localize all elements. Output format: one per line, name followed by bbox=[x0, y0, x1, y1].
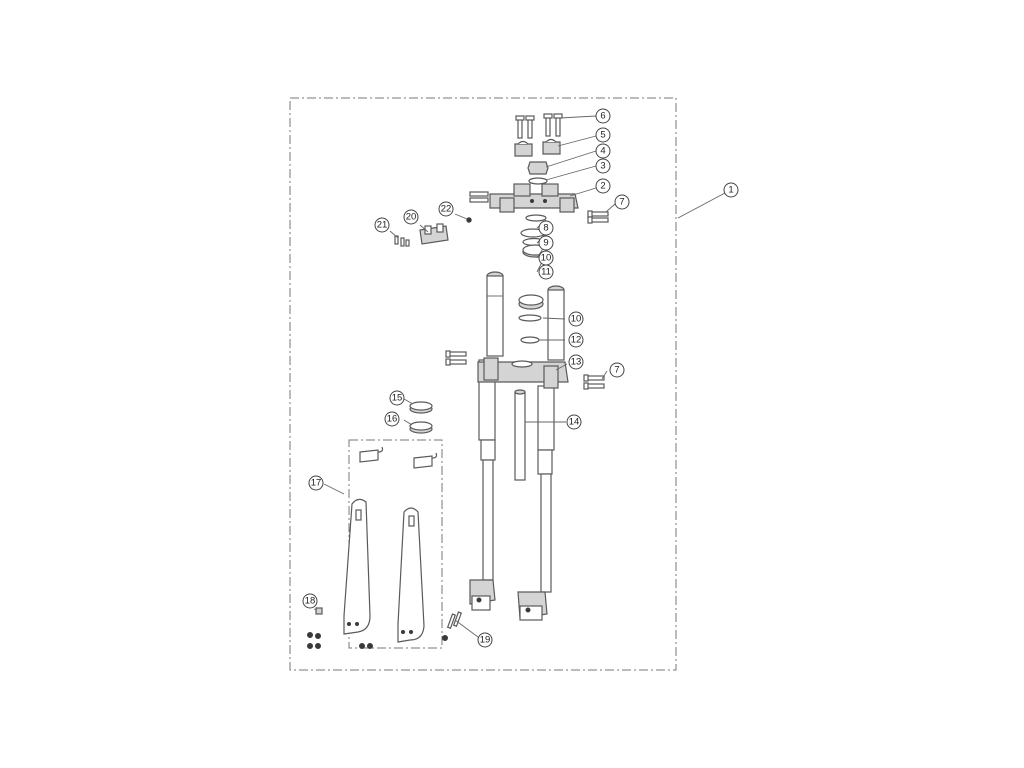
callout-12: 12 bbox=[568, 332, 584, 348]
race-ring bbox=[518, 314, 542, 322]
callout-6: 6 bbox=[595, 108, 611, 124]
bottom-triple-clamp bbox=[477, 357, 569, 389]
svg-text:5: 5 bbox=[600, 130, 605, 141]
lower-seal bbox=[520, 336, 540, 344]
callout-10-mid: 10 bbox=[568, 311, 584, 327]
callout-7-bottom: 7 bbox=[609, 362, 625, 378]
callout-3: 3 bbox=[595, 158, 611, 174]
instrument-bracket bbox=[419, 223, 449, 245]
svg-text:20: 20 bbox=[406, 212, 417, 223]
top-triple-clamp bbox=[469, 183, 579, 213]
callout-16: 16 bbox=[384, 411, 400, 427]
svg-text:13: 13 bbox=[571, 357, 582, 368]
callout-4: 4 bbox=[595, 143, 611, 159]
svg-text:6: 6 bbox=[600, 111, 605, 122]
svg-text:22: 22 bbox=[441, 204, 452, 215]
callout-1: 1 bbox=[723, 182, 739, 198]
svg-text:14: 14 bbox=[569, 417, 580, 428]
svg-text:2: 2 bbox=[600, 181, 605, 192]
callout-11: 11 bbox=[538, 264, 554, 280]
assembly-frame bbox=[289, 97, 677, 671]
guard-screws bbox=[307, 607, 448, 649]
fork-guards bbox=[343, 498, 425, 643]
bottom-pinch-bolts-left bbox=[445, 350, 467, 366]
callout-15: 15 bbox=[389, 390, 405, 406]
caliper-bolts bbox=[446, 611, 463, 630]
svg-text:7: 7 bbox=[619, 197, 624, 208]
bracket-screws bbox=[394, 235, 410, 247]
svg-text:1: 1 bbox=[728, 185, 733, 196]
callout-8: 8 bbox=[538, 220, 554, 236]
svg-text:10: 10 bbox=[571, 314, 582, 325]
svg-text:9: 9 bbox=[543, 238, 548, 249]
callout-9: 9 bbox=[538, 235, 554, 251]
left-fork-leg bbox=[469, 271, 504, 611]
svg-text:8: 8 bbox=[543, 223, 548, 234]
callout-13: 13 bbox=[568, 354, 584, 370]
top-clamp-bolts bbox=[515, 113, 563, 139]
callout-10-top: 10 bbox=[538, 250, 554, 266]
svg-text:18: 18 bbox=[305, 596, 316, 607]
guard-clips bbox=[359, 446, 438, 469]
svg-text:17: 17 bbox=[311, 478, 322, 489]
stem-nut bbox=[527, 161, 549, 175]
callout-22: 22 bbox=[438, 201, 454, 217]
callout-20: 20 bbox=[403, 209, 419, 225]
svg-text:10: 10 bbox=[541, 253, 552, 264]
svg-text:11: 11 bbox=[541, 267, 551, 278]
dust-seal bbox=[525, 214, 547, 222]
callout-18: 18 bbox=[302, 593, 318, 609]
bracket-nut bbox=[466, 217, 472, 223]
callout-14: 14 bbox=[566, 414, 582, 430]
callout-7-top: 7 bbox=[614, 194, 630, 210]
handlebar-clamps bbox=[514, 138, 561, 157]
callout-17: 17 bbox=[308, 475, 324, 491]
svg-text:21: 21 bbox=[377, 220, 388, 231]
steering-stem bbox=[514, 389, 526, 481]
dust-wiper-ring bbox=[409, 421, 433, 434]
callout-5: 5 bbox=[595, 127, 611, 143]
lower-bearing bbox=[518, 294, 544, 310]
svg-text:7: 7 bbox=[614, 365, 619, 376]
svg-text:3: 3 bbox=[600, 161, 605, 172]
svg-text:12: 12 bbox=[571, 335, 582, 346]
svg-text:15: 15 bbox=[392, 393, 403, 404]
top-washer bbox=[528, 177, 548, 185]
svg-text:19: 19 bbox=[480, 635, 491, 646]
svg-text:4: 4 bbox=[600, 146, 605, 157]
callout-19: 19 bbox=[477, 632, 493, 648]
svg-text:16: 16 bbox=[387, 414, 398, 425]
callout-2: 2 bbox=[595, 178, 611, 194]
right-fork-leg bbox=[517, 285, 565, 621]
bottom-pinch-bolts-right bbox=[583, 374, 605, 390]
top-pinch-bolts bbox=[587, 210, 609, 224]
fork-seal-ring bbox=[409, 401, 433, 414]
callout-21: 21 bbox=[374, 217, 390, 233]
